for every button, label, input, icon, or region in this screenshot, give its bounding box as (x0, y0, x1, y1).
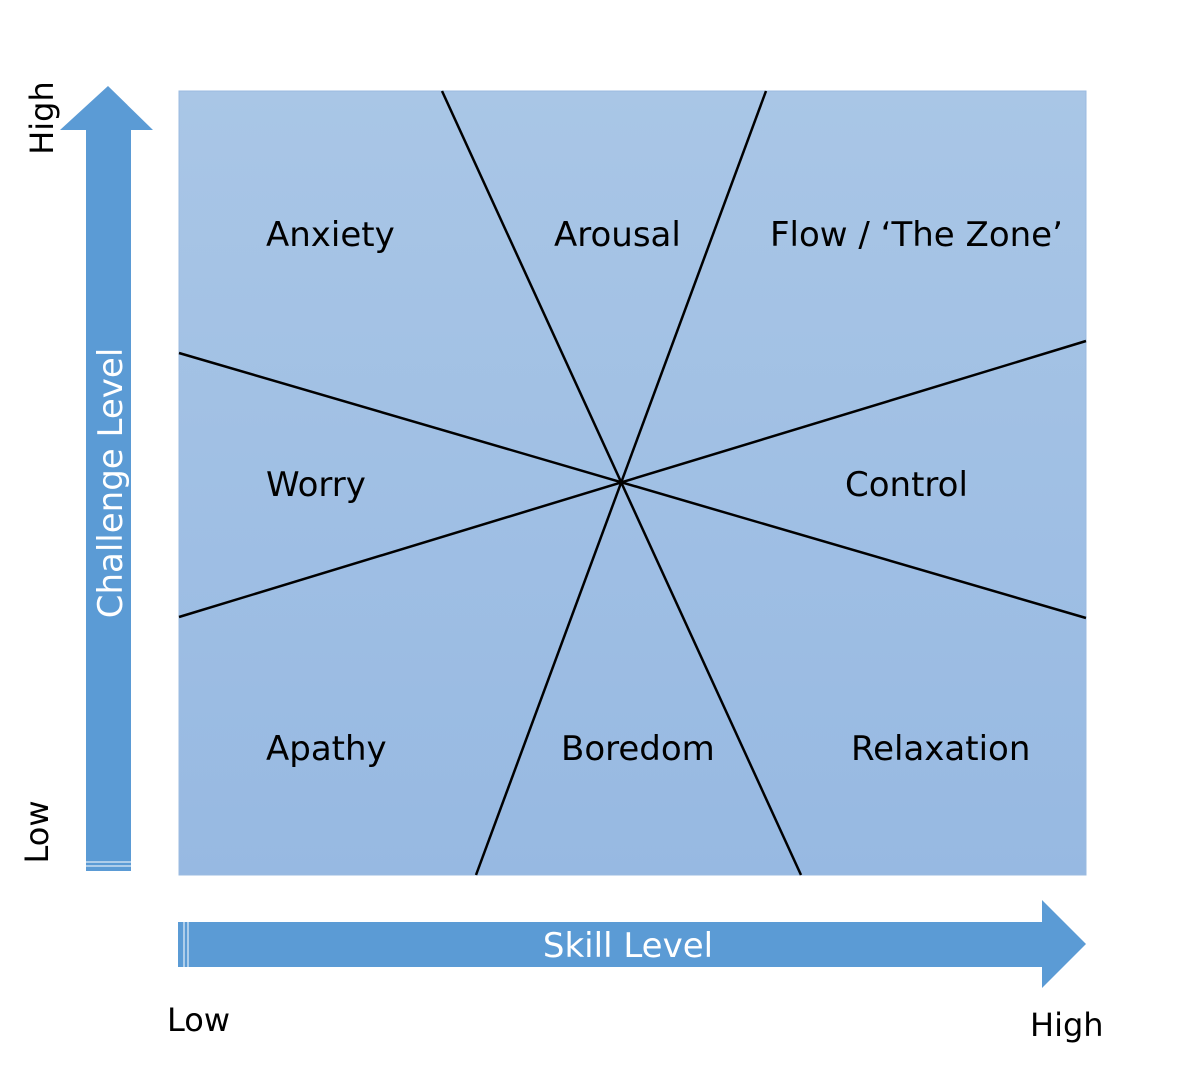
zone-label-worry: Worry (266, 465, 366, 505)
diagram-panel (178, 90, 1087, 876)
zone-label-apathy: Apathy (266, 729, 387, 769)
zone-label-relaxation: Relaxation (851, 729, 1030, 769)
skill-level-label: Skill Level (543, 926, 713, 966)
divider-lines (178, 90, 1087, 876)
skill-level-arrow: Skill Level (178, 900, 1086, 988)
x-axis-low-label: Low (167, 1001, 230, 1039)
divider-line-shallow-up (178, 339, 1087, 619)
zone-label-boredom: Boredom (561, 729, 715, 769)
zone-label-control: Control (845, 465, 968, 505)
x-axis-high-label: High (1030, 1006, 1104, 1044)
y-axis-high-label: High (23, 81, 61, 155)
challenge-level-label: Challenge Level (91, 348, 131, 619)
divider-line-shallow-down (178, 351, 1087, 620)
zone-label-arousal: Arousal (554, 215, 681, 255)
zone-label-anxiety: Anxiety (266, 215, 395, 255)
zone-label-flow: Flow / ‘The Zone’ (770, 215, 1063, 255)
y-axis-low-label: Low (18, 800, 56, 863)
challenge-level-arrow: Challenge Level (60, 86, 153, 871)
